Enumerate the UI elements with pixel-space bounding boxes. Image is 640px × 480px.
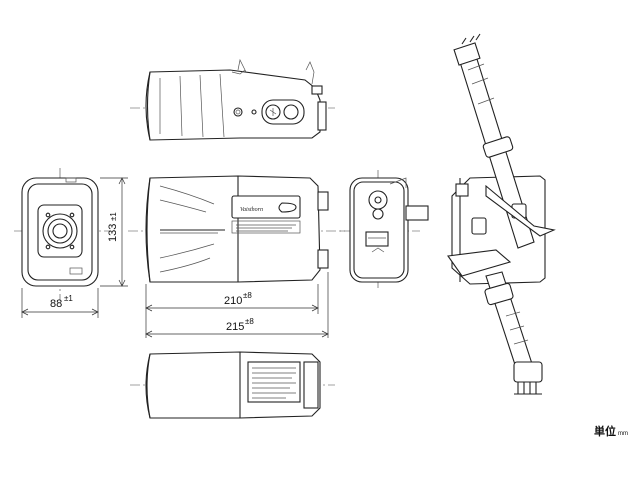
height-dimension: 133 ±1 bbox=[100, 177, 128, 287]
rear-view bbox=[340, 170, 429, 290]
body-length-dimension: 210 ±8 bbox=[145, 284, 319, 338]
width-tolerance: ±1 bbox=[64, 294, 73, 303]
height-tolerance: ±1 bbox=[109, 212, 118, 221]
unit-label: 単位 bbox=[594, 424, 616, 438]
width-dimension: 88 ±1 bbox=[21, 288, 99, 318]
bottom-view bbox=[130, 351, 335, 419]
front-view bbox=[14, 168, 110, 300]
brand-label: Vaisthorn bbox=[240, 207, 263, 213]
unit-mm: mm bbox=[618, 431, 628, 437]
total-length-tolerance: ±8 bbox=[245, 317, 254, 326]
body-length-value: 210 bbox=[224, 295, 242, 307]
label-plate-lines bbox=[252, 367, 296, 399]
top-view bbox=[130, 58, 335, 141]
info-plate-text bbox=[231, 220, 301, 234]
total-length-dimension: 215 ±8 bbox=[145, 272, 329, 338]
width-value: 88 bbox=[50, 298, 62, 310]
side-view: Vaisthorn bbox=[128, 175, 345, 283]
unit-note: 単位 mm bbox=[594, 424, 628, 438]
height-value: 133 bbox=[107, 224, 119, 242]
bracket-mount-view bbox=[447, 33, 556, 395]
total-length-value: 215 bbox=[226, 321, 244, 333]
body-length-tolerance: ±8 bbox=[243, 291, 252, 300]
